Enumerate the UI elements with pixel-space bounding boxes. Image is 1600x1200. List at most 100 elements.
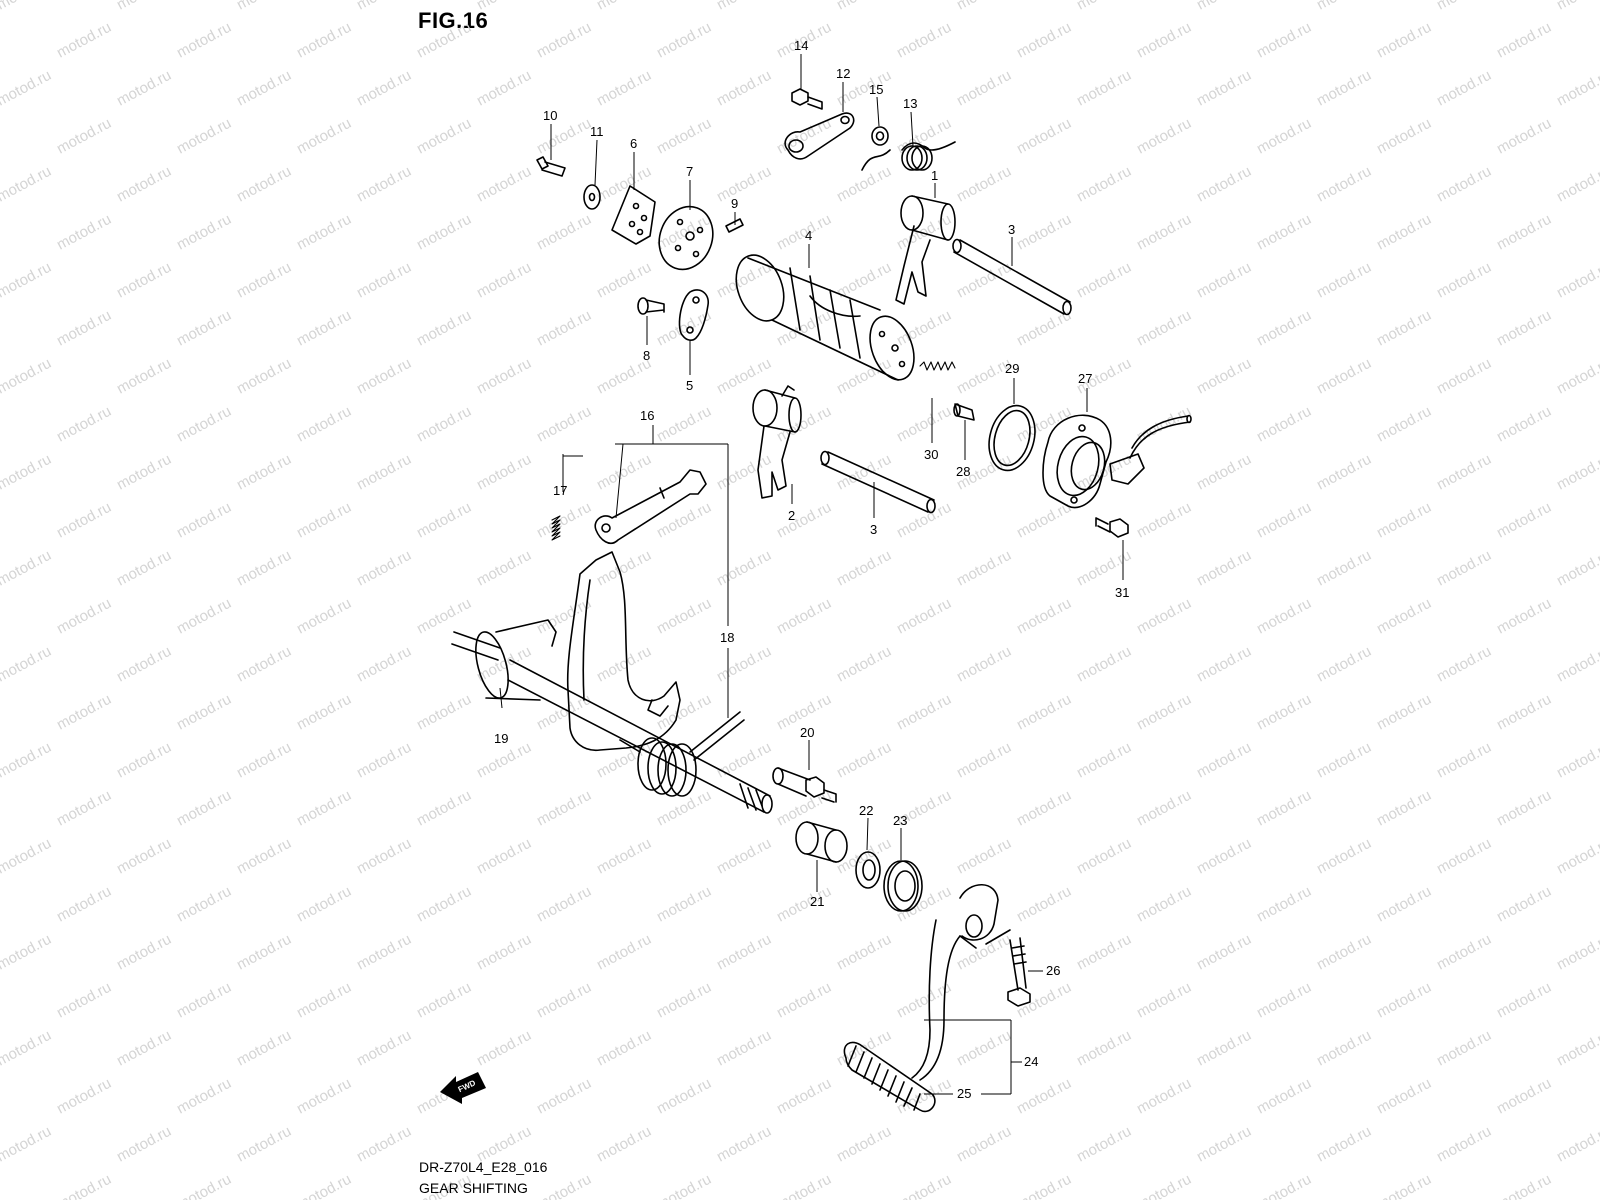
watermark-text: motod.ru — [1374, 499, 1434, 542]
callout-3-upper: 3 — [1008, 222, 1015, 237]
watermark-text: motod.ru — [1194, 739, 1254, 782]
watermark-text: motod.ru — [414, 403, 474, 446]
watermark-text: motod.ru — [894, 499, 954, 542]
watermark-text: motod.ru — [1314, 547, 1374, 590]
watermark-text: motod.ru — [1554, 1123, 1600, 1166]
watermark-text: motod.ru — [1314, 67, 1374, 110]
watermark-text: motod.ru — [834, 739, 894, 782]
watermark-text: motod.ru — [1254, 307, 1314, 350]
watermark-text: motod.ru — [1374, 595, 1434, 638]
watermark-text: motod.ru — [354, 931, 414, 974]
callout-30: 30 — [924, 447, 938, 462]
watermark-text: motod.ru — [1554, 451, 1600, 494]
watermark-text: motod.ru — [174, 307, 234, 350]
watermark-text: motod.ru — [1074, 259, 1134, 302]
watermark-text: motod.ru — [594, 259, 654, 302]
watermark-text: motod.ru — [894, 883, 954, 926]
watermark-text: motod.ru — [174, 979, 234, 1022]
watermark-text: motod.ru — [594, 835, 654, 878]
watermark-text: motod.ru — [1554, 67, 1600, 110]
watermark-text: motod.ru — [1074, 835, 1134, 878]
part-11-washer — [583, 184, 601, 210]
watermark-text: motod.ru — [1374, 787, 1434, 830]
watermark-text: motod.ru — [1314, 1027, 1374, 1070]
watermark-text: motod.ru — [954, 739, 1014, 782]
part-17-spring — [551, 515, 561, 541]
watermark-text: motod.ru — [414, 307, 474, 350]
watermark-text: motod.ru — [1194, 0, 1254, 14]
callout-16: 16 — [640, 408, 654, 423]
callout-19: 19 — [494, 731, 508, 746]
watermark-text: motod.ru — [954, 547, 1014, 590]
part-3-fork-shaft-lower — [820, 450, 936, 514]
watermark-text: motod.ru — [0, 0, 54, 14]
watermark-text: motod.ru — [534, 883, 594, 926]
watermark-text: motod.ru — [1014, 211, 1074, 254]
watermark-text: motod.ru — [414, 691, 474, 734]
watermark-text: motod.ru — [594, 739, 654, 782]
watermark-text: motod.ru — [54, 787, 114, 830]
watermark-text: motod.ru — [894, 19, 954, 62]
watermark-text: motod.ru — [654, 211, 714, 254]
watermark-text: motod.ru — [594, 1027, 654, 1070]
watermark-text: motod.ru — [0, 259, 54, 302]
watermark-text: motod.ru — [294, 211, 354, 254]
watermark-text: motod.ru — [54, 1075, 114, 1118]
watermark-text: motod.ru — [1014, 787, 1074, 830]
watermark-text: motod.ru — [294, 883, 354, 926]
watermark-text: motod.ru — [474, 0, 534, 14]
watermark-text: motod.ru — [1014, 979, 1074, 1022]
part-27-neutral-switch — [1042, 414, 1192, 509]
watermark-text: motod.ru — [1254, 691, 1314, 734]
watermark-text: motod.ru — [354, 643, 414, 686]
watermark-text: motod.ru — [774, 499, 834, 542]
watermark-text: motod.ru — [414, 883, 474, 926]
watermark-text: motod.ru — [1134, 883, 1194, 926]
watermark-text: motod.ru — [714, 643, 774, 686]
callout-5: 5 — [686, 378, 693, 393]
watermark-text: motod.ru — [654, 979, 714, 1022]
watermark-text: motod.ru — [414, 979, 474, 1022]
part-25-lever-rubber — [843, 1041, 936, 1113]
part-18-return-spring — [619, 711, 745, 797]
watermark-text: motod.ru — [954, 0, 1014, 14]
watermark-text: motod.ru — [1254, 115, 1314, 158]
watermark-text: motod.ru — [234, 0, 294, 14]
watermark-text: motod.ru — [1194, 259, 1254, 302]
watermark-text: motod.ru — [714, 931, 774, 974]
watermark-text: motod.ru — [1014, 1171, 1074, 1200]
callout-1: 1 — [931, 168, 938, 183]
watermark-text: motod.ru — [174, 883, 234, 926]
watermark-text: motod.ru — [114, 1123, 174, 1166]
watermark-text: motod.ru — [654, 115, 714, 158]
callout-2: 2 — [788, 508, 795, 523]
watermark-text: motod.ru — [1554, 547, 1600, 590]
watermark-text: motod.ru — [474, 931, 534, 974]
callout-13: 13 — [903, 96, 917, 111]
part-4-shift-cam-drum — [735, 254, 915, 381]
callout-31: 31 — [1115, 585, 1129, 600]
watermark-text: motod.ru — [714, 739, 774, 782]
part-19-gearshift-shaft — [451, 619, 773, 814]
watermark-text: motod.ru — [1194, 163, 1254, 206]
watermark-text: motod.ru — [1374, 403, 1434, 446]
watermark-text: motod.ru — [1494, 211, 1554, 254]
watermark-text: motod.ru — [354, 1123, 414, 1166]
watermark-text: motod.ru — [1554, 931, 1600, 974]
watermark-text: motod.ru — [1374, 1171, 1434, 1200]
watermark-text: motod.ru — [1434, 547, 1494, 590]
watermark-text: motod.ru — [1074, 547, 1134, 590]
part-18-shift-shaft-plate — [566, 551, 681, 752]
watermark-text: motod.ru — [294, 403, 354, 446]
watermark-text: motod.ru — [1494, 19, 1554, 62]
watermark-text: motod.ru — [234, 67, 294, 110]
watermark-text: motod.ru — [1494, 787, 1554, 830]
callout-7: 7 — [686, 164, 693, 179]
watermark-text: motod.ru — [1254, 499, 1314, 542]
watermark-text: motod.ru — [474, 1027, 534, 1070]
watermark-text: motod.ru — [234, 259, 294, 302]
watermark-text: motod.ru — [834, 163, 894, 206]
watermark-text: motod.ru — [654, 499, 714, 542]
watermark-text: motod.ru — [1194, 1027, 1254, 1070]
